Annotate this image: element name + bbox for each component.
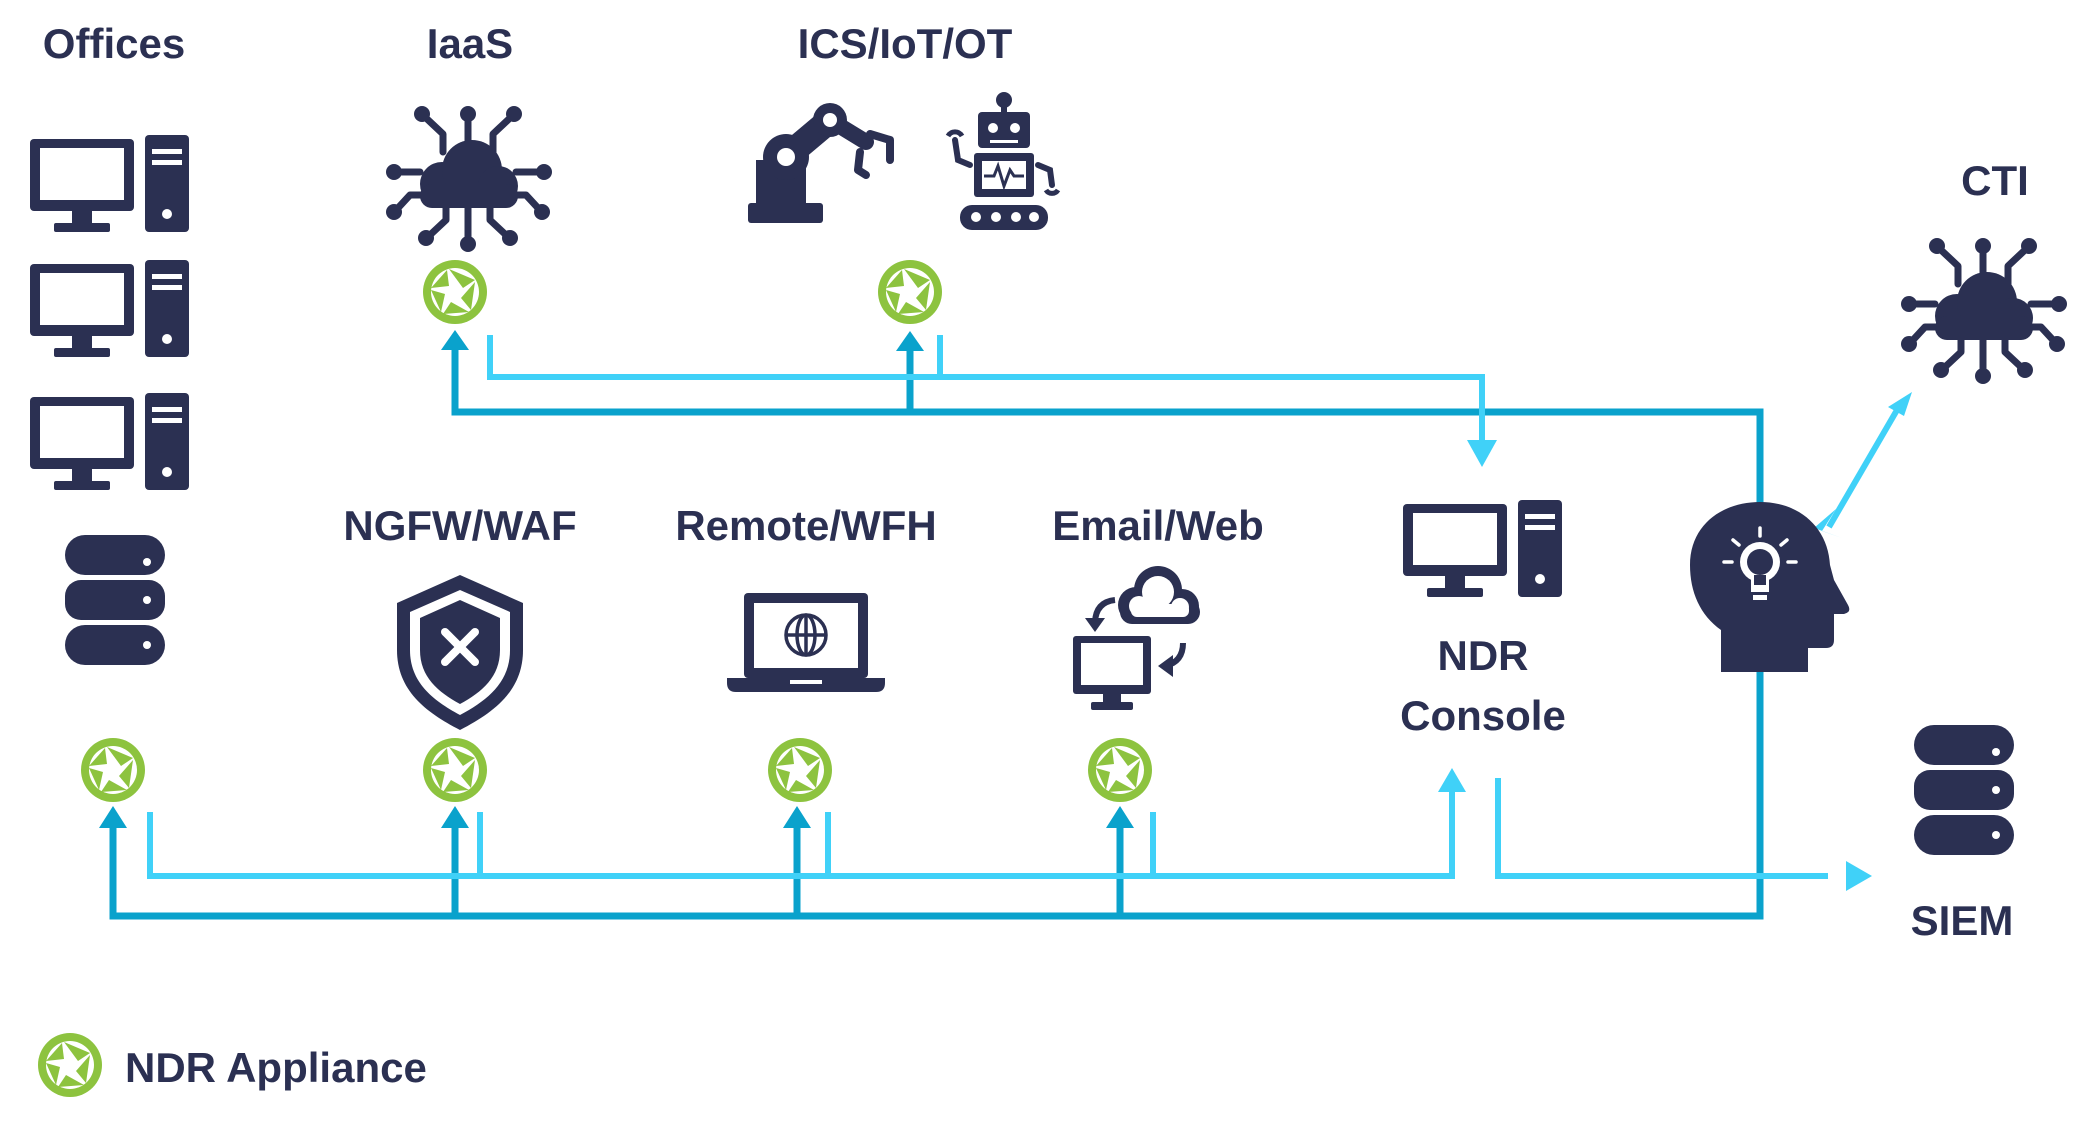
desktop-computer-icon xyxy=(30,135,189,232)
ndr-appliance-icon xyxy=(1088,738,1152,802)
legend-label: NDR Appliance xyxy=(125,1044,427,1091)
offices-label: Offices xyxy=(43,20,185,67)
ndr-console-label-line2: Console xyxy=(1400,692,1566,739)
head-lightbulb-icon xyxy=(1690,502,1850,672)
cti-label: CTI xyxy=(1961,157,2029,204)
light-blue-links xyxy=(147,335,1900,879)
laptop-globe-icon xyxy=(727,593,885,692)
robotic-arm-icon xyxy=(748,103,894,223)
dark-bus-arrowheads xyxy=(99,330,1134,828)
cloud-sync-computer-icon xyxy=(1073,566,1200,710)
iaas-label: IaaS xyxy=(427,20,513,67)
siem-label: SIEM xyxy=(1911,897,2014,944)
shield-x-icon xyxy=(397,575,523,730)
desktop-computer-icon xyxy=(1403,500,1562,597)
ics-label: ICS/IoT/OT xyxy=(798,20,1013,67)
ngfw-label: NGFW/WAF xyxy=(343,502,576,549)
ndr-appliance-icon xyxy=(38,1033,102,1097)
ndr-appliance-icon xyxy=(878,260,942,324)
ndr-appliance-icon xyxy=(423,260,487,324)
desktop-computer-icon xyxy=(30,260,189,357)
ndr-appliance-icon xyxy=(768,738,832,802)
database-icon xyxy=(1914,725,2014,855)
network-connections xyxy=(99,330,1912,920)
cloud-network-icon xyxy=(1901,238,2067,384)
light-blue-arrowheads xyxy=(1438,392,1912,891)
database-icon xyxy=(65,535,165,665)
upper-dark-bus xyxy=(109,345,1764,920)
desktop-computer-icon xyxy=(30,393,189,490)
legend xyxy=(38,1033,102,1097)
ndr-appliance-icon xyxy=(81,738,145,802)
ndr-appliance-icon xyxy=(423,738,487,802)
email-label: Email/Web xyxy=(1052,502,1264,549)
cloud-network-icon xyxy=(386,106,552,252)
robot-icon xyxy=(945,92,1061,230)
ndr-appliances xyxy=(81,260,1152,802)
ndr-console-label-line1: NDR xyxy=(1438,632,1529,679)
offices-group xyxy=(30,135,189,665)
remote-label: Remote/WFH xyxy=(675,502,936,549)
